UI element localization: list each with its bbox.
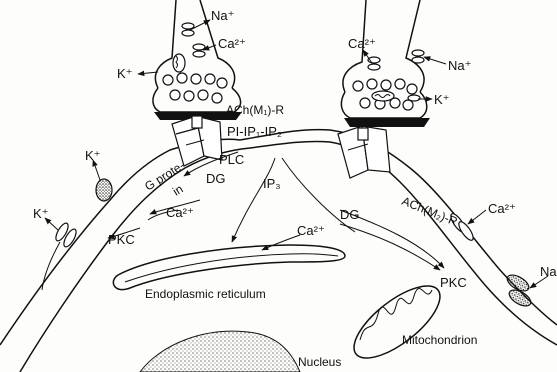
nucleus-label: Nucleus: [298, 355, 341, 369]
k-low-left-label: K⁺: [33, 206, 49, 221]
na-right-label: Na⁺: [448, 58, 471, 73]
right-na-channel: [412, 50, 446, 64]
left-ca-channel: [193, 44, 216, 57]
left-mini-mitochondrion: [173, 54, 185, 72]
pi-ip-label: PI-IP₁-IP₂: [227, 124, 282, 139]
ca-er-label: Ca²⁺: [297, 223, 325, 238]
ca-pkc-label: Ca²⁺: [166, 205, 194, 220]
k-top-right-label: K⁺: [434, 92, 450, 107]
pkc-right-label: PKC: [440, 275, 467, 290]
plc-label: PLC: [219, 152, 244, 167]
nucleus: [140, 331, 300, 372]
m2-receptor-complex: [338, 126, 390, 178]
endoplasmic-reticulum: [113, 245, 345, 290]
left-na-channel: [182, 20, 210, 36]
signaling-arrows: [108, 152, 444, 270]
na-left-label: Na⁺: [211, 8, 234, 23]
left-vesicles: [163, 73, 227, 103]
ip3-label: IP₃: [263, 176, 281, 191]
mitochondrion-label: Mitochondrion: [402, 333, 477, 347]
pkc-left-label: PKC: [108, 232, 135, 247]
mitochondrion: [343, 273, 451, 370]
right-k-channel: [408, 95, 432, 101]
left-nerve-terminal: Na⁺ Ca²⁺ K⁺ ACh(M₁)-R: [117, 0, 284, 120]
right-nerve-terminal: Ca²⁺ Na⁺ K⁺: [341, 0, 471, 127]
right-active-zone: [344, 118, 430, 127]
g-protein-label-line2: in: [170, 182, 185, 199]
ca-left-label: Ca²⁺: [218, 36, 246, 51]
ca-membrane-right-label: Ca²⁺: [488, 201, 516, 216]
left-k-channel: [138, 72, 158, 74]
ca-right-label: Ca²⁺: [348, 36, 376, 51]
na-edge-label: Na: [540, 264, 557, 279]
receptor-m2-label: ACh(M₂)-R: [400, 194, 460, 229]
receptor-m1-label: ACh(M₁)-R: [226, 103, 284, 117]
er-label: Endoplasmic reticulum: [145, 287, 266, 301]
dg-left-label: DG: [206, 171, 226, 186]
k-mid-left-label: K⁺: [85, 148, 101, 163]
right-ca-channel: [363, 50, 380, 70]
dg-right-label: DG: [340, 207, 360, 222]
k-top-left-label: K⁺: [117, 66, 133, 81]
